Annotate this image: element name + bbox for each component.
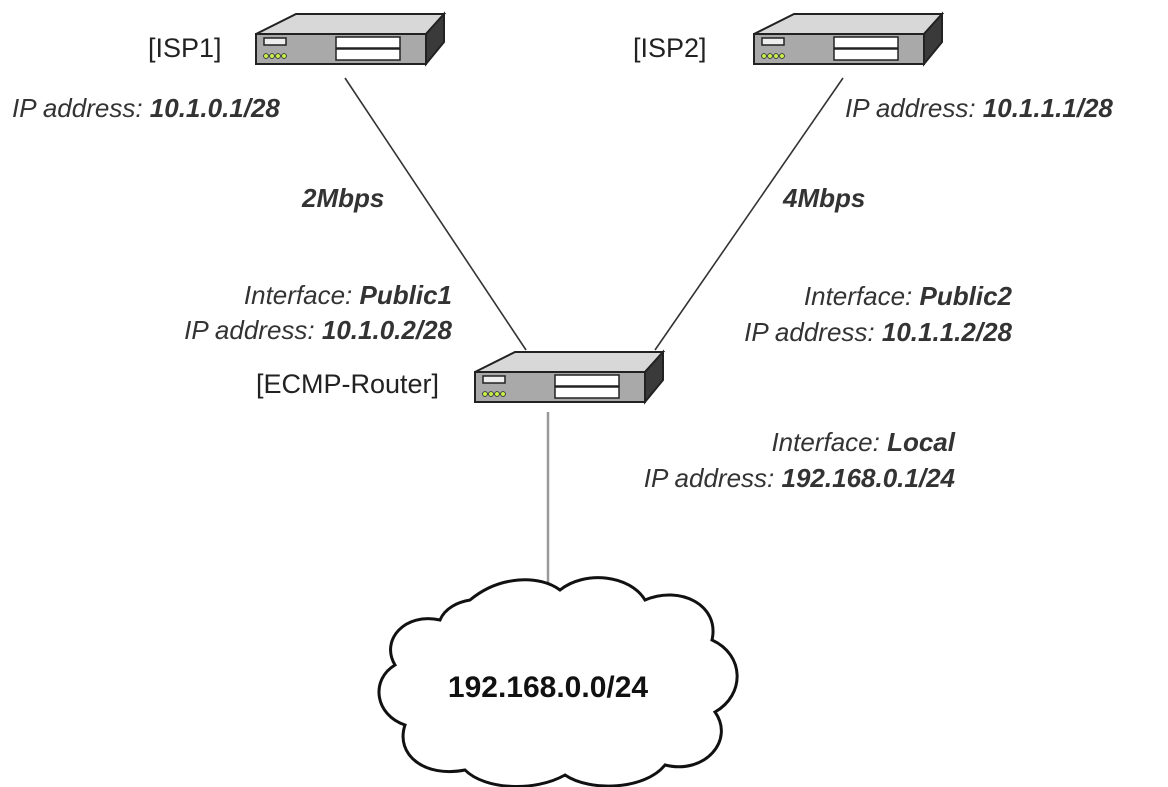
lan-cloud-icon: [377, 576, 739, 787]
svg-text:Interface: Local: Interface: Local: [771, 427, 955, 457]
svg-text:IP address: 10.1.1.2/28: IP address: 10.1.1.2/28: [744, 317, 1012, 347]
isp1-router-icon: [255, 13, 445, 65]
public2-interface-label: Interface: Public2 IP address: 10.1.1.2/…: [744, 281, 1012, 347]
local-interface-label: Interface: Local IP address: 192.168.0.1…: [644, 427, 956, 493]
svg-text:IP address: 10.1.0.2/28: IP address: 10.1.0.2/28: [184, 315, 452, 345]
link-isp2-router: [654, 77, 844, 351]
svg-text:IP address: 192.168.0.1/24: IP address: 192.168.0.1/24: [644, 463, 956, 493]
isp1-name: [ISP1]: [148, 33, 222, 63]
ecmp-router-icon: [474, 351, 664, 403]
isp2-link-speed: 4Mbps: [782, 183, 865, 213]
isp2-name: [ISP2]: [633, 33, 707, 63]
isp1-link-speed: 2Mbps: [301, 183, 384, 213]
svg-text:Interface: Public1: Interface: Public1: [244, 280, 452, 310]
isp1-ip-label: IP address: 10.1.0.1/28: [12, 93, 280, 123]
public1-interface-label: Interface: Public1 IP address: 10.1.0.2/…: [184, 280, 452, 345]
link-isp1-router: [344, 77, 527, 351]
ecmp-router-name: [ECMP-Router]: [256, 369, 439, 399]
isp2-ip-label: IP address: 10.1.1.1/28: [845, 93, 1113, 123]
lan-subnet-label: 192.168.0.0/24: [448, 671, 649, 704]
isp2-router-icon: [753, 13, 943, 65]
svg-text:Interface: Public2: Interface: Public2: [804, 281, 1013, 311]
